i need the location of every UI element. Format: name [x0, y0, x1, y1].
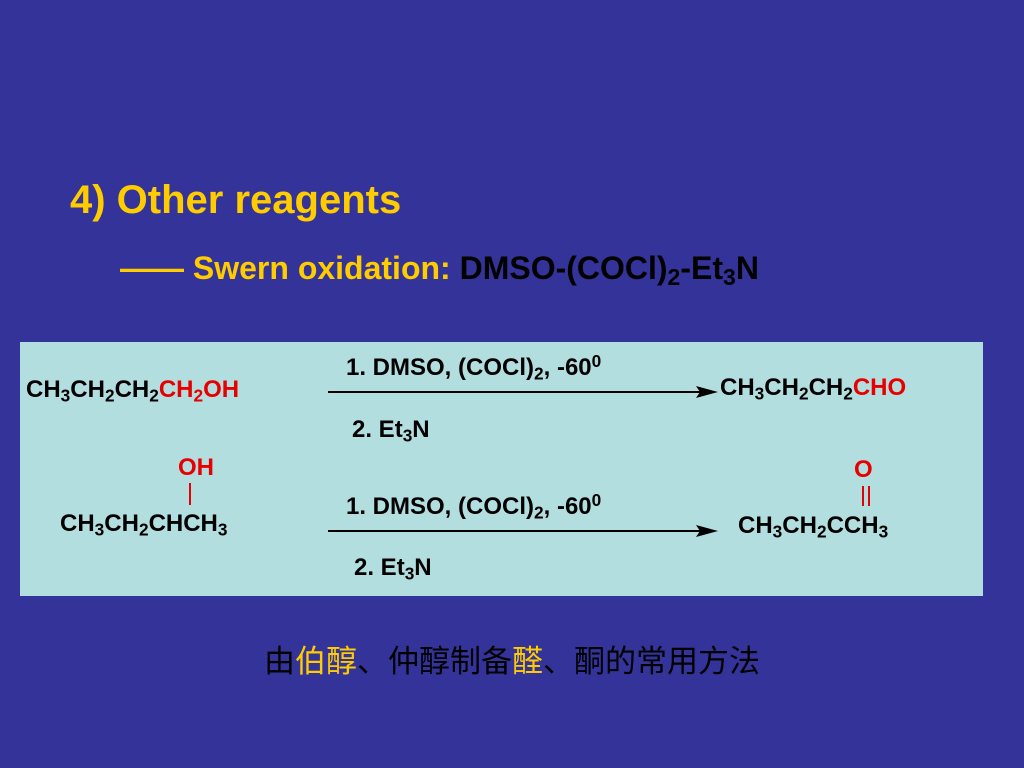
reaction1-condition-1: 1. DMSO, (COCl)2, -600 [346, 351, 602, 384]
formula-group: CHO [852, 374, 907, 401]
formula-group: CH3 [738, 512, 783, 542]
reaction2-condition-2: 2. Et3N [354, 554, 432, 584]
reaction-panel: CH3CH2CH2CH2OH 1. DMSO, (COCl)2, -600 2.… [20, 342, 983, 596]
reaction2-arrow [328, 525, 718, 537]
reaction2-product: CH3CH2CCH3 [738, 512, 888, 540]
caption-text: 、酮的常用方法 [543, 644, 760, 680]
reaction2-oh-group: OH [178, 454, 214, 481]
caption-text: 、仲醇制备 [357, 644, 512, 680]
subtitle-reagents: DMSO-(COCl)2-Et3N [459, 250, 759, 290]
caption-highlight: 醛 [512, 644, 543, 680]
slide-title: 4) Other reagents [70, 178, 402, 222]
slide-subtitle: —— Swern oxidation: DMSO-(COCl)2-Et3N [120, 250, 759, 290]
reaction2-condition-1: 1. DMSO, (COCl)2, -600 [346, 490, 602, 523]
formula-group: CH2 [114, 376, 159, 406]
formula-group: CH3 [720, 374, 765, 404]
reaction2-reactant: CH3CH2CHCH3 [60, 510, 228, 538]
reaction2-oh-bond [189, 483, 191, 505]
formula-group: CH2 [782, 512, 827, 542]
formula-group: OH [203, 376, 240, 403]
subtitle-reaction-name: Swern oxidation: [192, 250, 451, 286]
reaction1-product: CH3CH2CH2CHO [720, 374, 906, 402]
formula-group: CHCH3 [148, 510, 228, 540]
formula-group: CH3 [26, 376, 71, 406]
caption-highlight: 伯醇 [295, 644, 357, 680]
reaction1-condition-2: 2. Et3N [352, 416, 430, 446]
formula-group: CCH3 [826, 512, 889, 542]
formula-group: CH2 [764, 374, 809, 404]
formula-group: CH2 [158, 376, 204, 406]
reaction1-reactant: CH3CH2CH2CH2OH [26, 376, 239, 404]
formula-group: CH2 [104, 510, 149, 540]
formula-group: CH2 [70, 376, 115, 406]
subtitle-dash: —— [120, 250, 184, 286]
slide-caption: 由伯醇、仲醇制备醛、酮的常用方法 [0, 636, 1024, 681]
formula-group: CH2 [808, 374, 853, 404]
formula-group: CH3 [60, 510, 105, 540]
reaction2-carbonyl-oxygen: O [854, 456, 873, 483]
caption-text: 由 [264, 644, 295, 680]
reaction2-carbonyl-double-bond [862, 486, 870, 506]
reaction1-arrow [328, 386, 718, 398]
